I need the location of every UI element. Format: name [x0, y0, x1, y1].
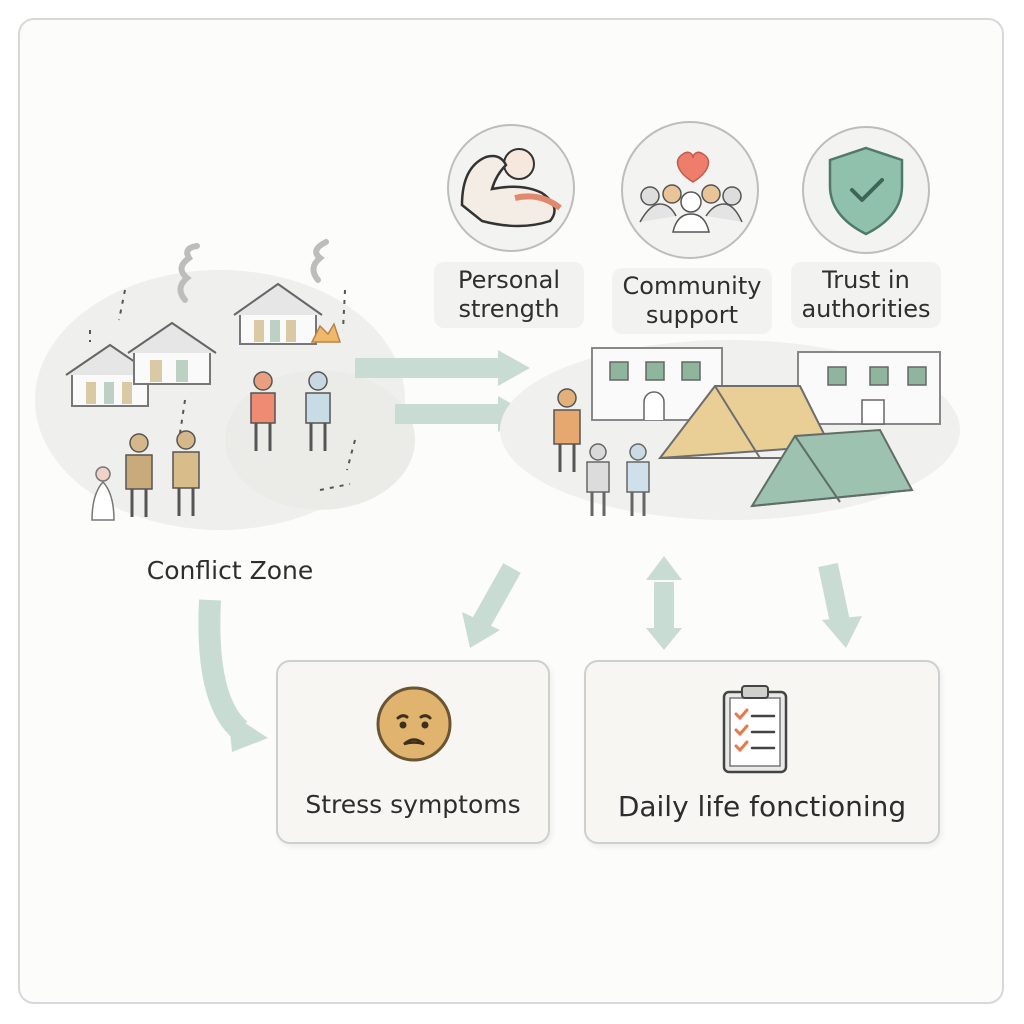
outcome-label-stress-symptoms: Stress symptoms: [305, 790, 521, 819]
clipboard-checklist-icon: [722, 685, 788, 774]
fire-icon: [310, 322, 342, 343]
outcome-box-daily-life-functioning: Daily life fonctioning: [584, 660, 940, 844]
conflict-zone-label: Conflict Zone: [146, 556, 314, 585]
factor-label-community-support: Community support: [612, 268, 772, 334]
outcome-label-daily-life-functioning: Daily life fonctioning: [617, 790, 907, 823]
person-icon: [586, 443, 610, 516]
person-icon: [553, 388, 581, 472]
outcome-box-stress-symptoms: Stress symptoms: [276, 660, 550, 844]
factor-icon-community-support: [621, 121, 759, 259]
factor-icon-trust-in-authorities: [802, 126, 930, 254]
house-icon: [127, 321, 217, 385]
factor-label-trust-in-authorities: Trust in authorities: [791, 262, 941, 328]
house-icon: [233, 282, 323, 345]
person-icon: [305, 371, 331, 451]
smoke-plume-icon: [177, 243, 200, 303]
child-icon: [91, 466, 115, 521]
flow-arrows-to-outcomes: [198, 556, 862, 752]
factor-label-personal-strength: Personal strength: [434, 262, 584, 328]
smoke-plume-icon: [310, 239, 329, 283]
house-icon: [65, 343, 155, 407]
tent-icon: [657, 385, 832, 460]
refugee-camp-scene: [500, 340, 960, 520]
worried-face-icon: [376, 686, 452, 762]
building-icon: [797, 351, 941, 425]
person-icon: [172, 430, 200, 516]
tent-icon: [750, 428, 914, 508]
factor-icon-personal-strength: [447, 124, 575, 252]
flexing-arm-icon: [503, 148, 535, 180]
person-icon: [626, 443, 650, 516]
heart-icon: [676, 151, 710, 183]
person-icon: [125, 433, 153, 517]
conflict-zone-scene: [35, 239, 415, 530]
shield-check-icon: [828, 146, 904, 236]
person-icon: [250, 371, 276, 451]
